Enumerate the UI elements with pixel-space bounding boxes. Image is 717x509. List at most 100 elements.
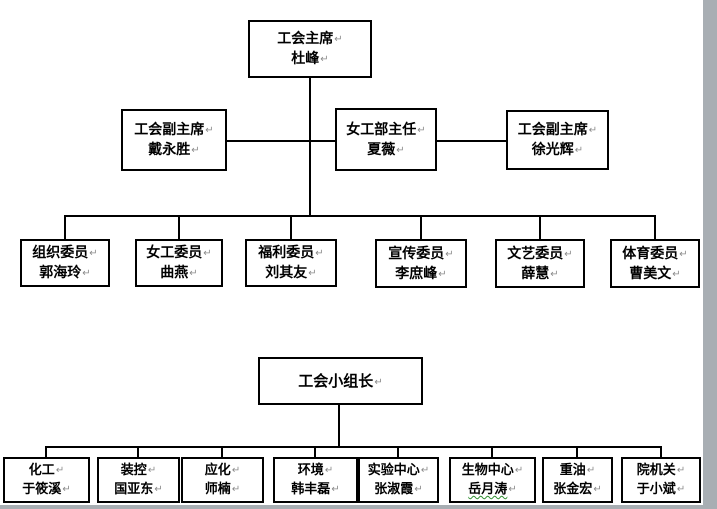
connector-drop-group-3 — [314, 446, 316, 457]
org-node-group-heavy-oil: 重油↵ 张金宏↵ — [542, 457, 613, 503]
org-node-vice-chairman-1: 工会副主席↵ 戴永胜↵ — [121, 109, 227, 171]
return-mark: ↵ — [679, 248, 688, 260]
org-node-group-environment: 环境↵ 韩丰磊↵ — [273, 457, 358, 503]
node-title: 女工委员 — [146, 244, 203, 261]
return-mark: ↵ — [593, 484, 602, 495]
return-mark: ↵ — [334, 34, 343, 46]
connector-groups-bus — [46, 446, 662, 448]
return-mark: ↵ — [191, 145, 200, 156]
return-mark: ↵ — [203, 248, 212, 260]
connector-drop-member-4 — [539, 215, 541, 239]
node-name: 刘其友 — [265, 264, 308, 280]
node-dept: 装控 — [120, 462, 147, 478]
node-title: 工会小组长 — [298, 372, 374, 390]
connector-drop-member-1 — [178, 215, 180, 239]
node-dept: 重油 — [559, 462, 586, 478]
node-name: 于小斌 — [636, 481, 676, 496]
connector-leader-down — [338, 405, 340, 448]
node-title: 工会副主席 — [517, 121, 588, 138]
return-mark: ↵ — [417, 124, 426, 136]
org-node-group-equipment-control: 装控↵ 国亚东↵ — [97, 457, 180, 503]
return-mark: ↵ — [676, 484, 686, 495]
return-mark: ↵ — [231, 484, 241, 495]
node-name: 张淑霞 — [374, 481, 414, 496]
org-node-chairman: 工会主席↵ 杜峰↵ — [248, 20, 372, 78]
connector-drop-group-1 — [137, 446, 139, 457]
return-mark: ↵ — [414, 484, 423, 495]
return-mark: ↵ — [514, 465, 524, 477]
return-mark: ↵ — [89, 248, 98, 260]
return-mark: ↵ — [147, 465, 157, 477]
return-mark: ↵ — [231, 465, 241, 477]
org-node-member-publicity: 宣传委员↵ 李庶峰↵ — [375, 239, 467, 288]
connector-dep1-dep2 — [437, 140, 506, 142]
org-node-group-experiment-center: 实验中心↵ 张淑霞↵ — [358, 457, 439, 503]
org-node-member-arts: 文艺委员↵ 薛慧↵ — [495, 239, 585, 288]
connector-dep0-dep1 — [227, 140, 335, 142]
node-name: 于筱溪 — [22, 481, 62, 496]
node-dept: 实验中心 — [367, 462, 420, 478]
connector-drop-member-2 — [290, 215, 292, 239]
return-mark: ↵ — [324, 465, 334, 477]
org-node-member-women: 女工委员↵ 曲燕↵ — [135, 239, 223, 287]
return-mark: ↵ — [205, 125, 214, 137]
return-mark: ↵ — [331, 484, 340, 495]
connector-drop-member-3 — [420, 215, 422, 239]
return-mark: ↵ — [396, 144, 405, 156]
org-node-women-dept-director: 女工部主任↵ 夏薇↵ — [335, 108, 437, 171]
connector-members-bus — [64, 215, 656, 217]
node-title: 福利委员 — [258, 244, 315, 261]
return-mark: ↵ — [564, 248, 573, 260]
node-name: 郭海玲 — [39, 264, 82, 280]
return-mark: ↵ — [586, 465, 596, 477]
return-mark: ↵ — [154, 484, 163, 495]
org-node-group-chemical: 化工↵ 于筱溪↵ — [3, 457, 90, 503]
org-node-group-institute-office: 院机关↵ 于小斌↵ — [621, 457, 701, 503]
org-node-vice-chairman-2: 工会副主席↵ 徐光辉↵ — [506, 110, 609, 170]
return-mark: ↵ — [308, 268, 317, 279]
return-mark: ↵ — [550, 268, 559, 280]
org-node-group-leaders-header: 工会小组长↵ — [258, 357, 423, 405]
org-node-group-biology-center: 生物中心↵ 岳月涛↵ — [449, 457, 536, 503]
page-edge-bottom — [0, 505, 717, 509]
node-title: 女工部主任 — [346, 120, 417, 137]
org-node-member-sports: 体育委员↵ 曹美文↵ — [610, 239, 700, 288]
node-title: 工会主席 — [277, 30, 334, 47]
node-title: 组织委员 — [32, 244, 89, 261]
return-mark: ↵ — [676, 465, 686, 477]
node-name: 李庶峰 — [395, 264, 438, 281]
return-mark: ↵ — [55, 465, 65, 477]
page-edge-right — [703, 0, 717, 509]
node-title: 工会副主席 — [134, 121, 205, 138]
node-name: 师楠 — [204, 481, 231, 496]
return-mark: ↵ — [374, 376, 383, 388]
connector-drop-member-5 — [654, 215, 656, 239]
return-mark: ↵ — [82, 268, 91, 279]
return-mark: ↵ — [189, 268, 198, 279]
return-mark: ↵ — [62, 484, 71, 495]
return-mark: ↵ — [320, 54, 329, 65]
node-name: 曲燕 — [160, 264, 189, 280]
node-name-spellchecked: 岳月涛 — [468, 481, 508, 496]
return-mark: ↵ — [438, 268, 447, 280]
node-title: 宣传委员 — [388, 244, 445, 261]
org-node-member-organization: 组织委员↵ 郭海玲↵ — [20, 239, 110, 287]
node-title: 文艺委员 — [507, 244, 564, 261]
node-dept: 生物中心 — [461, 462, 514, 478]
node-name: 张金宏 — [553, 481, 593, 496]
connector-drop-group-6 — [576, 446, 578, 457]
node-name: 薛慧 — [521, 264, 550, 281]
node-name: 国亚东 — [114, 481, 154, 496]
return-mark: ↵ — [420, 465, 430, 477]
connector-drop-group-0 — [45, 446, 47, 457]
return-mark: ↵ — [445, 248, 454, 260]
return-mark: ↵ — [672, 268, 681, 280]
return-mark: ↵ — [574, 145, 584, 156]
connector-drop-group-7 — [660, 446, 662, 457]
connector-drop-member-0 — [64, 215, 66, 239]
node-dept: 应化 — [204, 462, 231, 478]
node-dept: 化工 — [28, 462, 55, 478]
org-node-group-applied-chemistry: 应化↵ 师楠↵ — [181, 457, 264, 503]
connector-chairman-down — [309, 78, 311, 217]
node-name: 杜峰 — [291, 50, 320, 66]
